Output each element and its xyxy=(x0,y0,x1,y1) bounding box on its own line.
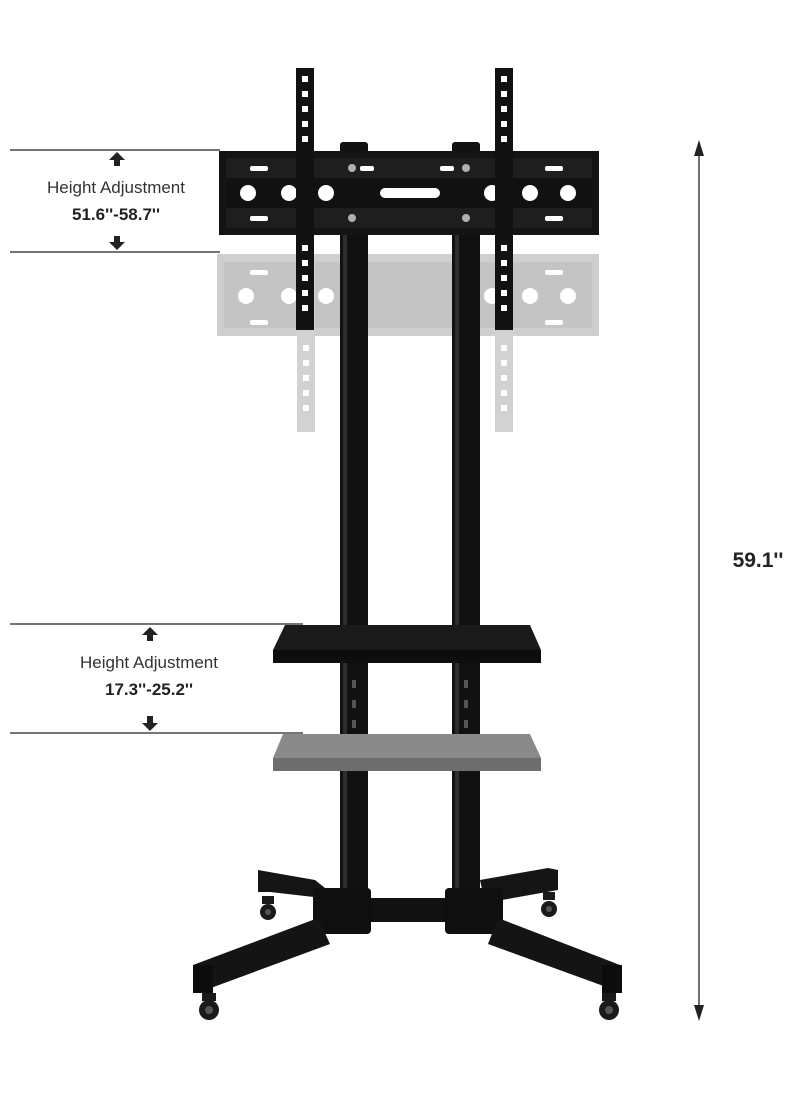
down-arrow-icon xyxy=(109,236,125,250)
tv-mount-bracket xyxy=(219,68,599,330)
up-arrow-icon xyxy=(142,627,158,641)
stand-base xyxy=(193,868,622,1020)
ghost-shelf xyxy=(273,734,541,771)
down-arrow-icon xyxy=(142,716,158,731)
shelf-dimension-guides xyxy=(10,623,303,734)
total-height-dimension xyxy=(694,140,704,1021)
mount-adjustment-title: Height Adjustment xyxy=(47,178,185,197)
mount-adjustment-range: 51.6''-58.7'' xyxy=(71,205,160,224)
shelf-adjustment-title: Height Adjustment xyxy=(80,653,218,672)
mount-dimension-guides xyxy=(10,149,220,253)
shelf-adjustment-range: 17.3''-25.2'' xyxy=(104,680,193,699)
up-arrow-icon xyxy=(109,152,125,166)
ghost-tv-bracket xyxy=(217,254,599,432)
upper-shelf xyxy=(273,625,541,663)
total-height-label: 59.1'' xyxy=(732,549,784,572)
stand-poles xyxy=(340,232,480,902)
